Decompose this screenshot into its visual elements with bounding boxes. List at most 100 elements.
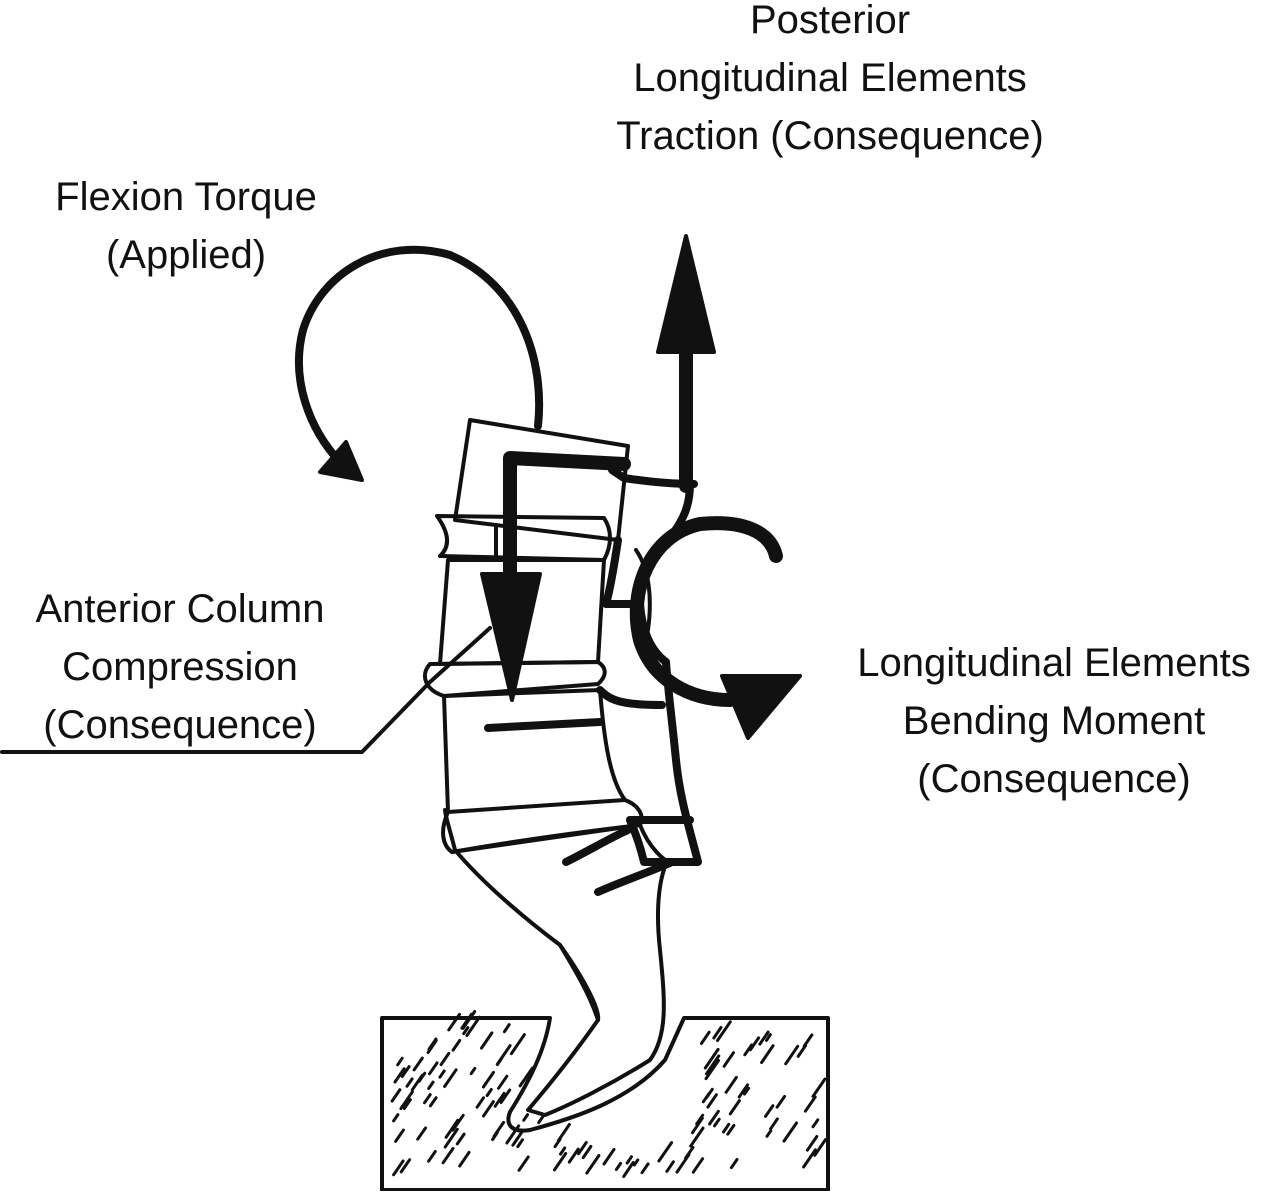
ground-hatch-stroke bbox=[497, 1074, 509, 1090]
ground-hatch-stroke bbox=[722, 1051, 735, 1068]
ground-hatch-stroke bbox=[447, 1012, 461, 1032]
ground-hatch-stroke bbox=[462, 1026, 470, 1036]
label-posterior-traction: Posterior Longitudinal Elements Traction… bbox=[616, 0, 1044, 158]
ground-hatch-stroke bbox=[758, 1030, 770, 1046]
ground-hatch-stroke bbox=[585, 1154, 601, 1175]
ground-hatch-stroke bbox=[423, 1093, 432, 1105]
ground-hatch-stroke bbox=[439, 1051, 451, 1067]
compression-arrow bbox=[480, 451, 631, 702]
ground-hatch-stroke bbox=[708, 1109, 720, 1126]
ground-hatch-stroke bbox=[713, 1117, 721, 1128]
lower-vertebral-stem bbox=[443, 808, 670, 1117]
bending-moment-arrow bbox=[629, 516, 802, 740]
label-bending-moment: Longitudinal Elements Bending Moment (Co… bbox=[857, 641, 1251, 801]
ground-hatch-stroke bbox=[769, 1117, 779, 1131]
ground-hatch-stroke bbox=[796, 1044, 808, 1058]
ground-hatch-stroke bbox=[480, 1031, 494, 1050]
ground-hatch-stroke bbox=[716, 1020, 732, 1042]
ground-hatch-stroke bbox=[704, 1059, 720, 1081]
ground-hatch-stroke bbox=[622, 1161, 635, 1178]
ground-hatch-stroke bbox=[684, 1145, 695, 1160]
ground-hatch-stroke bbox=[458, 1150, 471, 1168]
ground-hatch-stroke bbox=[722, 1122, 731, 1134]
ground-hatch-stroke bbox=[516, 1138, 524, 1149]
ground-hatch-stroke bbox=[657, 1141, 674, 1163]
label-bending-moment-line3: (Consequence) bbox=[917, 757, 1191, 801]
ground-hatch-stroke bbox=[737, 1083, 750, 1099]
ground-hatch-stroke bbox=[495, 1044, 512, 1066]
ground-hatch-stroke bbox=[492, 1120, 506, 1138]
ground-hatch-stroke bbox=[396, 1056, 404, 1067]
ground-hatch-stroke bbox=[705, 1054, 721, 1076]
ground-hatch-stroke bbox=[581, 1144, 593, 1160]
ground-hatch-stroke bbox=[724, 1075, 738, 1094]
ground-hatch-stroke bbox=[689, 1126, 705, 1148]
ground-hatch-stroke bbox=[443, 1068, 458, 1088]
ground-hatch-stroke bbox=[475, 1096, 485, 1109]
ground-hatch-stroke bbox=[451, 1039, 462, 1052]
ground-hatch-stroke bbox=[441, 1147, 455, 1165]
disc-compressed bbox=[423, 660, 607, 698]
label-bending-moment-line2: Bending Moment bbox=[903, 699, 1205, 743]
label-anterior-compression-line2: Compression bbox=[62, 645, 298, 689]
ground-hatch-stroke bbox=[625, 1155, 633, 1165]
ground-hatch-stroke bbox=[412, 1056, 424, 1072]
compression-leader-line bbox=[0, 626, 492, 754]
ground-hatch-stroke bbox=[428, 1061, 439, 1076]
ground-hatch-stroke bbox=[577, 1141, 588, 1156]
ground-hatch-stroke bbox=[427, 1150, 437, 1163]
ground-hatch-stroke bbox=[805, 1135, 819, 1152]
ground-hatch-stroke bbox=[813, 1138, 827, 1157]
ground-hatch-stroke bbox=[438, 1069, 446, 1079]
ground-hatch-stroke bbox=[399, 1158, 412, 1174]
ground-hatch-stroke bbox=[509, 1033, 526, 1056]
label-anterior-compression: Anterior Column Compression (Consequence… bbox=[35, 587, 324, 747]
ground-hatch-stroke bbox=[765, 1033, 772, 1042]
ground-hatch-stroke bbox=[695, 1113, 705, 1126]
ground-hatch-stroke bbox=[726, 1123, 736, 1136]
ground-hatch-stroke bbox=[522, 1113, 530, 1122]
ground-hatch-stroke bbox=[705, 1087, 714, 1100]
vertebra-third bbox=[442, 688, 627, 814]
disc-lower bbox=[441, 798, 644, 854]
ground-hatch-stroke bbox=[427, 1080, 435, 1090]
ground-hatch-stroke bbox=[537, 1115, 545, 1125]
label-posterior-traction-line1: Posterior bbox=[750, 0, 910, 42]
ground-hatch-stroke bbox=[417, 1071, 427, 1083]
ground-hatch-stroke bbox=[743, 1043, 754, 1057]
traction-arrow bbox=[656, 234, 716, 493]
ground-hatch-stroke bbox=[402, 1098, 412, 1110]
ground-hatch-stroke bbox=[748, 1036, 761, 1052]
ground-hatch-stroke bbox=[775, 1094, 787, 1109]
ground-hatch-stroke bbox=[505, 1124, 521, 1145]
ground-hatch-stroke bbox=[699, 1030, 711, 1045]
ground-hatch-stroke bbox=[764, 1104, 775, 1118]
label-anterior-compression-line3: (Consequence) bbox=[43, 703, 317, 747]
label-flexion-torque-line1: Flexion Torque bbox=[55, 175, 317, 219]
ground-hatch-stroke bbox=[469, 1066, 477, 1076]
ground-hatch-stroke bbox=[392, 1159, 405, 1177]
vertebra-top bbox=[453, 418, 630, 542]
label-posterior-traction-line3: Traction (Consequence) bbox=[616, 114, 1044, 158]
ground-hatch-stroke bbox=[728, 1099, 741, 1116]
ground-hatch-stroke bbox=[405, 1077, 414, 1088]
ground-hatch-stroke bbox=[493, 1091, 506, 1108]
ground-hatch-stroke bbox=[465, 1015, 481, 1037]
ground-hatch-stroke bbox=[559, 1146, 567, 1156]
ground-hatch-stroke bbox=[632, 1158, 640, 1167]
label-flexion-torque-line2: (Applied) bbox=[106, 233, 266, 277]
ground-hatch-stroke bbox=[485, 1088, 493, 1098]
ground-hatch-stroke bbox=[390, 1088, 402, 1103]
ground-hatch-stroke bbox=[760, 1044, 775, 1064]
ground-hatch-stroke bbox=[665, 1160, 675, 1173]
ground-hatch-stroke bbox=[703, 1047, 720, 1070]
ground-hatch-stroke bbox=[811, 1118, 820, 1129]
ground-hatch-stroke bbox=[455, 1132, 466, 1146]
ground-hatch-stroke bbox=[461, 1010, 477, 1030]
ground-hatch-stroke bbox=[602, 1147, 616, 1166]
ground-hatch-stroke bbox=[511, 1129, 525, 1147]
ground-hatch-stroke bbox=[614, 1161, 623, 1171]
label-anterior-compression-line1: Anterior Column bbox=[35, 587, 324, 631]
ground-hatch-stroke bbox=[399, 1090, 414, 1111]
